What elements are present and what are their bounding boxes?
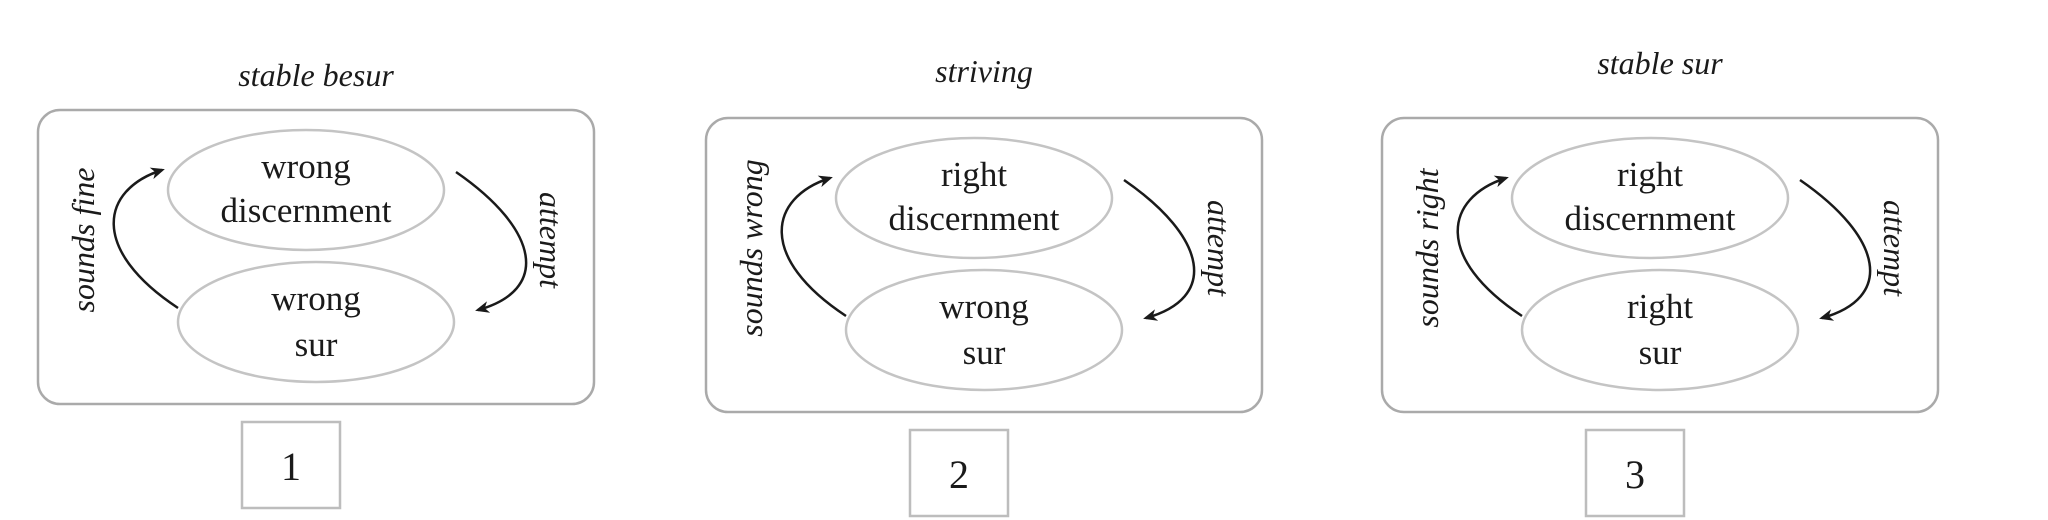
panel-title: striving — [935, 53, 1033, 89]
panel-number-box — [1584, 428, 1686, 518]
attempt-arrow — [1799, 178, 1872, 321]
panel-number: 1 — [281, 444, 301, 489]
bottom-state-ellipse — [176, 260, 456, 384]
attempt-label: attempt — [1877, 200, 1913, 297]
bottom-state-ellipse — [1520, 268, 1800, 392]
top-state-line2: discernment — [220, 191, 391, 230]
panel-title: stable besur — [238, 57, 394, 93]
feedback-arrow — [780, 175, 847, 318]
bottom-state-line1: right — [1627, 287, 1693, 326]
panel-number: 3 — [1625, 452, 1645, 497]
bottom-state-line1: wrong — [939, 287, 1028, 326]
feedback-label: sounds right — [1409, 167, 1445, 327]
top-state-ellipse — [834, 136, 1114, 260]
attempt-label: attempt — [533, 192, 569, 289]
feedback-label: sounds wrong — [733, 159, 769, 337]
feedback-label: sounds fine — [65, 168, 101, 313]
bottom-state-ellipse — [844, 268, 1124, 392]
panel-number-box — [908, 428, 1010, 518]
top-state-line2: discernment — [888, 199, 1059, 238]
top-state-ellipse — [1510, 136, 1790, 260]
attempt-label: attempt — [1201, 200, 1237, 297]
top-state-line1: right — [1617, 155, 1683, 194]
top-state-line1: right — [941, 155, 1007, 194]
panel-number: 2 — [949, 452, 969, 497]
top-state-ellipse — [166, 128, 446, 252]
bottom-state-line2: sur — [963, 333, 1006, 372]
panel-number-box — [240, 420, 342, 510]
panel-title: stable sur — [1597, 45, 1723, 81]
panel-1: stable besur wrong discernment wrong sur… — [36, 57, 596, 510]
attempt-arrow — [1123, 178, 1196, 321]
bottom-state-line2: sur — [295, 325, 338, 364]
bottom-state-line2: sur — [1639, 333, 1682, 372]
top-state-line1: wrong — [261, 147, 350, 186]
bottom-state-line1: wrong — [271, 279, 360, 318]
attempt-arrow — [455, 170, 528, 313]
top-state-line2: discernment — [1564, 199, 1735, 238]
panel-3: stable sur right discernment right sur s… — [1380, 45, 1940, 518]
feedback-arrow — [1456, 175, 1523, 318]
feedback-arrow — [112, 167, 179, 310]
panel-2: striving right discernment wrong sur sou… — [704, 53, 1264, 518]
